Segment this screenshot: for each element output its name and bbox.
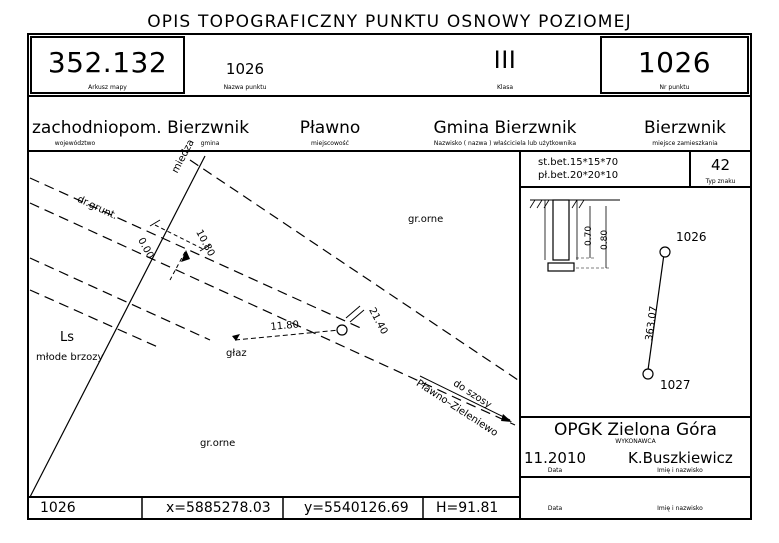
commune-label: gmina <box>200 140 220 147</box>
marker-type-label: Typ znaku <box>705 178 736 185</box>
executor-person-label: Imię i nazwisko <box>657 467 703 474</box>
locality-label: miejscowość <box>311 140 349 147</box>
owner-label: Nazwisko ( nazwa ) właściciela lub użytk… <box>433 140 577 147</box>
marker-dim-070: 0.70 <box>584 225 594 246</box>
document-title: OPIS TOPOGRAFICZNY PUNKTU OSNOWY POZIOME… <box>147 12 632 32</box>
owner: Gmina Bierzwnik <box>433 118 577 138</box>
marker-line-1: st.bet.15*15*70 <box>538 157 619 168</box>
commune-value: Bierzwnik <box>167 118 250 138</box>
sketch-label-glaz: głaz <box>226 348 247 359</box>
residence: Bierzwnik <box>643 118 726 138</box>
sketch-label-gr-orne-bottom: gr.orne <box>200 438 236 449</box>
point-name-label: Nazwa punktu <box>223 84 267 91</box>
marker-type-value: 42 <box>710 156 731 174</box>
coords-h: H=91.81 <box>436 500 499 516</box>
coords-y: y=5540126.69 <box>304 500 409 516</box>
executor-date: 11.2010 <box>524 449 587 467</box>
voivodeship: zachodniopom. Bierzwnik <box>32 118 249 138</box>
point-class-label: Klasa <box>496 84 514 91</box>
residence-label: miejsce zamieszkania <box>652 140 718 147</box>
executor-label: WYKONAWCA <box>615 438 656 445</box>
executor-date-label: Data <box>547 467 563 474</box>
voivodeship-value: zachodniopom. <box>32 118 162 138</box>
point-number: 1026 <box>637 46 712 79</box>
voivodeship-label: województwo <box>54 140 96 147</box>
link-from-point: 1026 <box>676 230 707 244</box>
executor-person: K.Buszkiewicz <box>628 449 733 467</box>
sheet-number-box <box>30 36 185 94</box>
locality: Pławno <box>299 118 361 138</box>
link-to-point: 1027 <box>660 378 691 392</box>
point-name: 1026 <box>225 60 265 78</box>
marker-dim-080: 0.80 <box>600 229 610 250</box>
sheet-number: 352.132 <box>47 46 168 79</box>
point-number-box <box>600 36 749 94</box>
point-class: III <box>493 46 517 74</box>
sketch-label-ls: Ls <box>60 330 75 345</box>
point-number-label: Nr punktu <box>659 84 690 91</box>
executor-name: OPGK Zielona Góra <box>554 420 717 440</box>
marker-line-2: pł.bet.20*20*10 <box>538 170 619 181</box>
verifier-person-label: Imię i nazwisko <box>657 505 703 512</box>
coords-point: 1026 <box>40 500 76 516</box>
sketch-label-gr-orne-top: gr.orne <box>408 214 444 225</box>
sheet-number-label: Arkusz mapy <box>88 84 127 91</box>
sketch-label-mlode-brzozy: młode brzozy <box>36 352 104 363</box>
verifier-date-label: Data <box>547 505 563 512</box>
coords-x: x=5885278.03 <box>166 500 271 516</box>
